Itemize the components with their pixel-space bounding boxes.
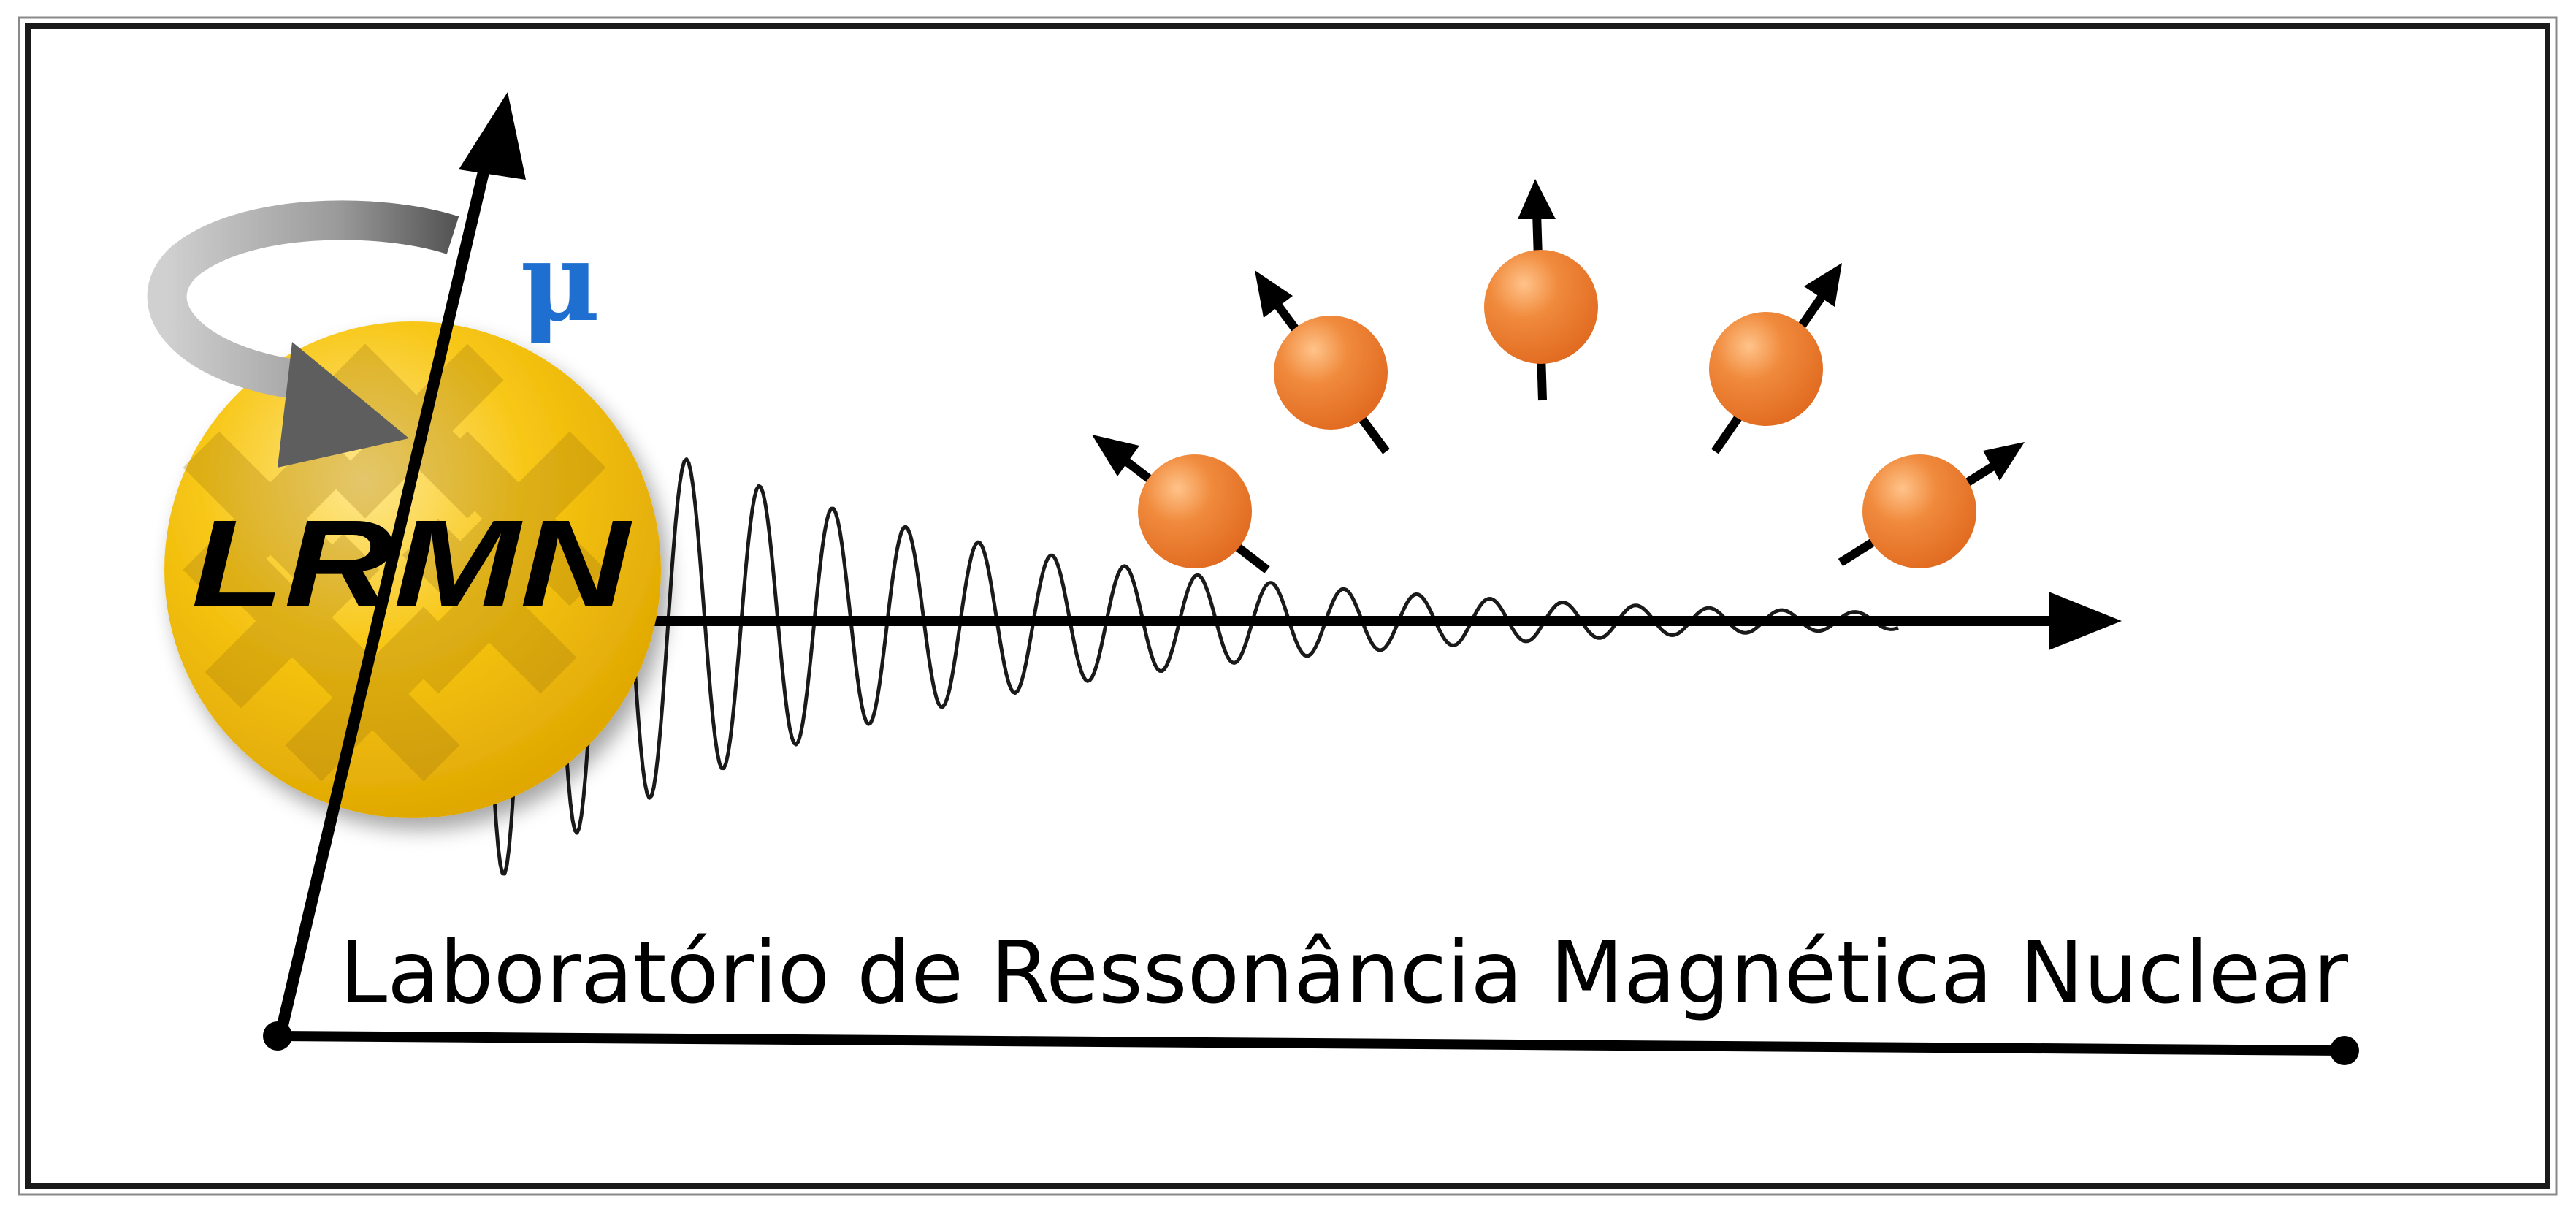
nucleus-sphere-icon — [1138, 454, 1252, 568]
baseline-end-dot — [2330, 1036, 2359, 1065]
laboratory-name: Laboratório de Ressonância Magnética Nuc… — [340, 922, 2348, 1023]
curved-arrow-icon — [147, 200, 459, 468]
time-axis-arrowhead — [2049, 592, 2122, 650]
coin-cross-pattern — [183, 343, 606, 782]
nucleus-1 — [1092, 435, 1270, 573]
nucleus-sphere-icon — [1484, 250, 1598, 364]
spin-arrowhead — [1983, 442, 2025, 481]
lrmn-acronym: LRMN — [191, 495, 632, 633]
nucleus-sphere-icon — [1709, 312, 1823, 426]
spin-arrowhead — [1092, 435, 1139, 476]
picture-frame — [25, 23, 2550, 1189]
baseline-axis-line — [277, 1031, 2345, 1056]
nucleus-2 — [1255, 270, 1390, 454]
nucleus-sphere-icon — [1274, 316, 1388, 430]
moment-axis-line — [274, 152, 494, 1039]
nucleus-5 — [1838, 442, 2025, 568]
nucleus-3 — [1484, 179, 1598, 401]
spin-arrowhead — [1518, 179, 1556, 219]
nucleus-4 — [1709, 263, 1842, 454]
nucleus-sphere-icon — [1862, 454, 1976, 568]
spin-arrowhead — [1255, 270, 1293, 318]
picture-frame-outer — [18, 16, 2558, 1196]
moment-symbol-mu: μ — [520, 218, 600, 346]
fid-signal-curve — [465, 343, 1899, 876]
spin-arrowhead — [1804, 263, 1842, 307]
nuclei-group — [1092, 179, 2025, 573]
moment-axis-arrowhead — [459, 92, 526, 180]
